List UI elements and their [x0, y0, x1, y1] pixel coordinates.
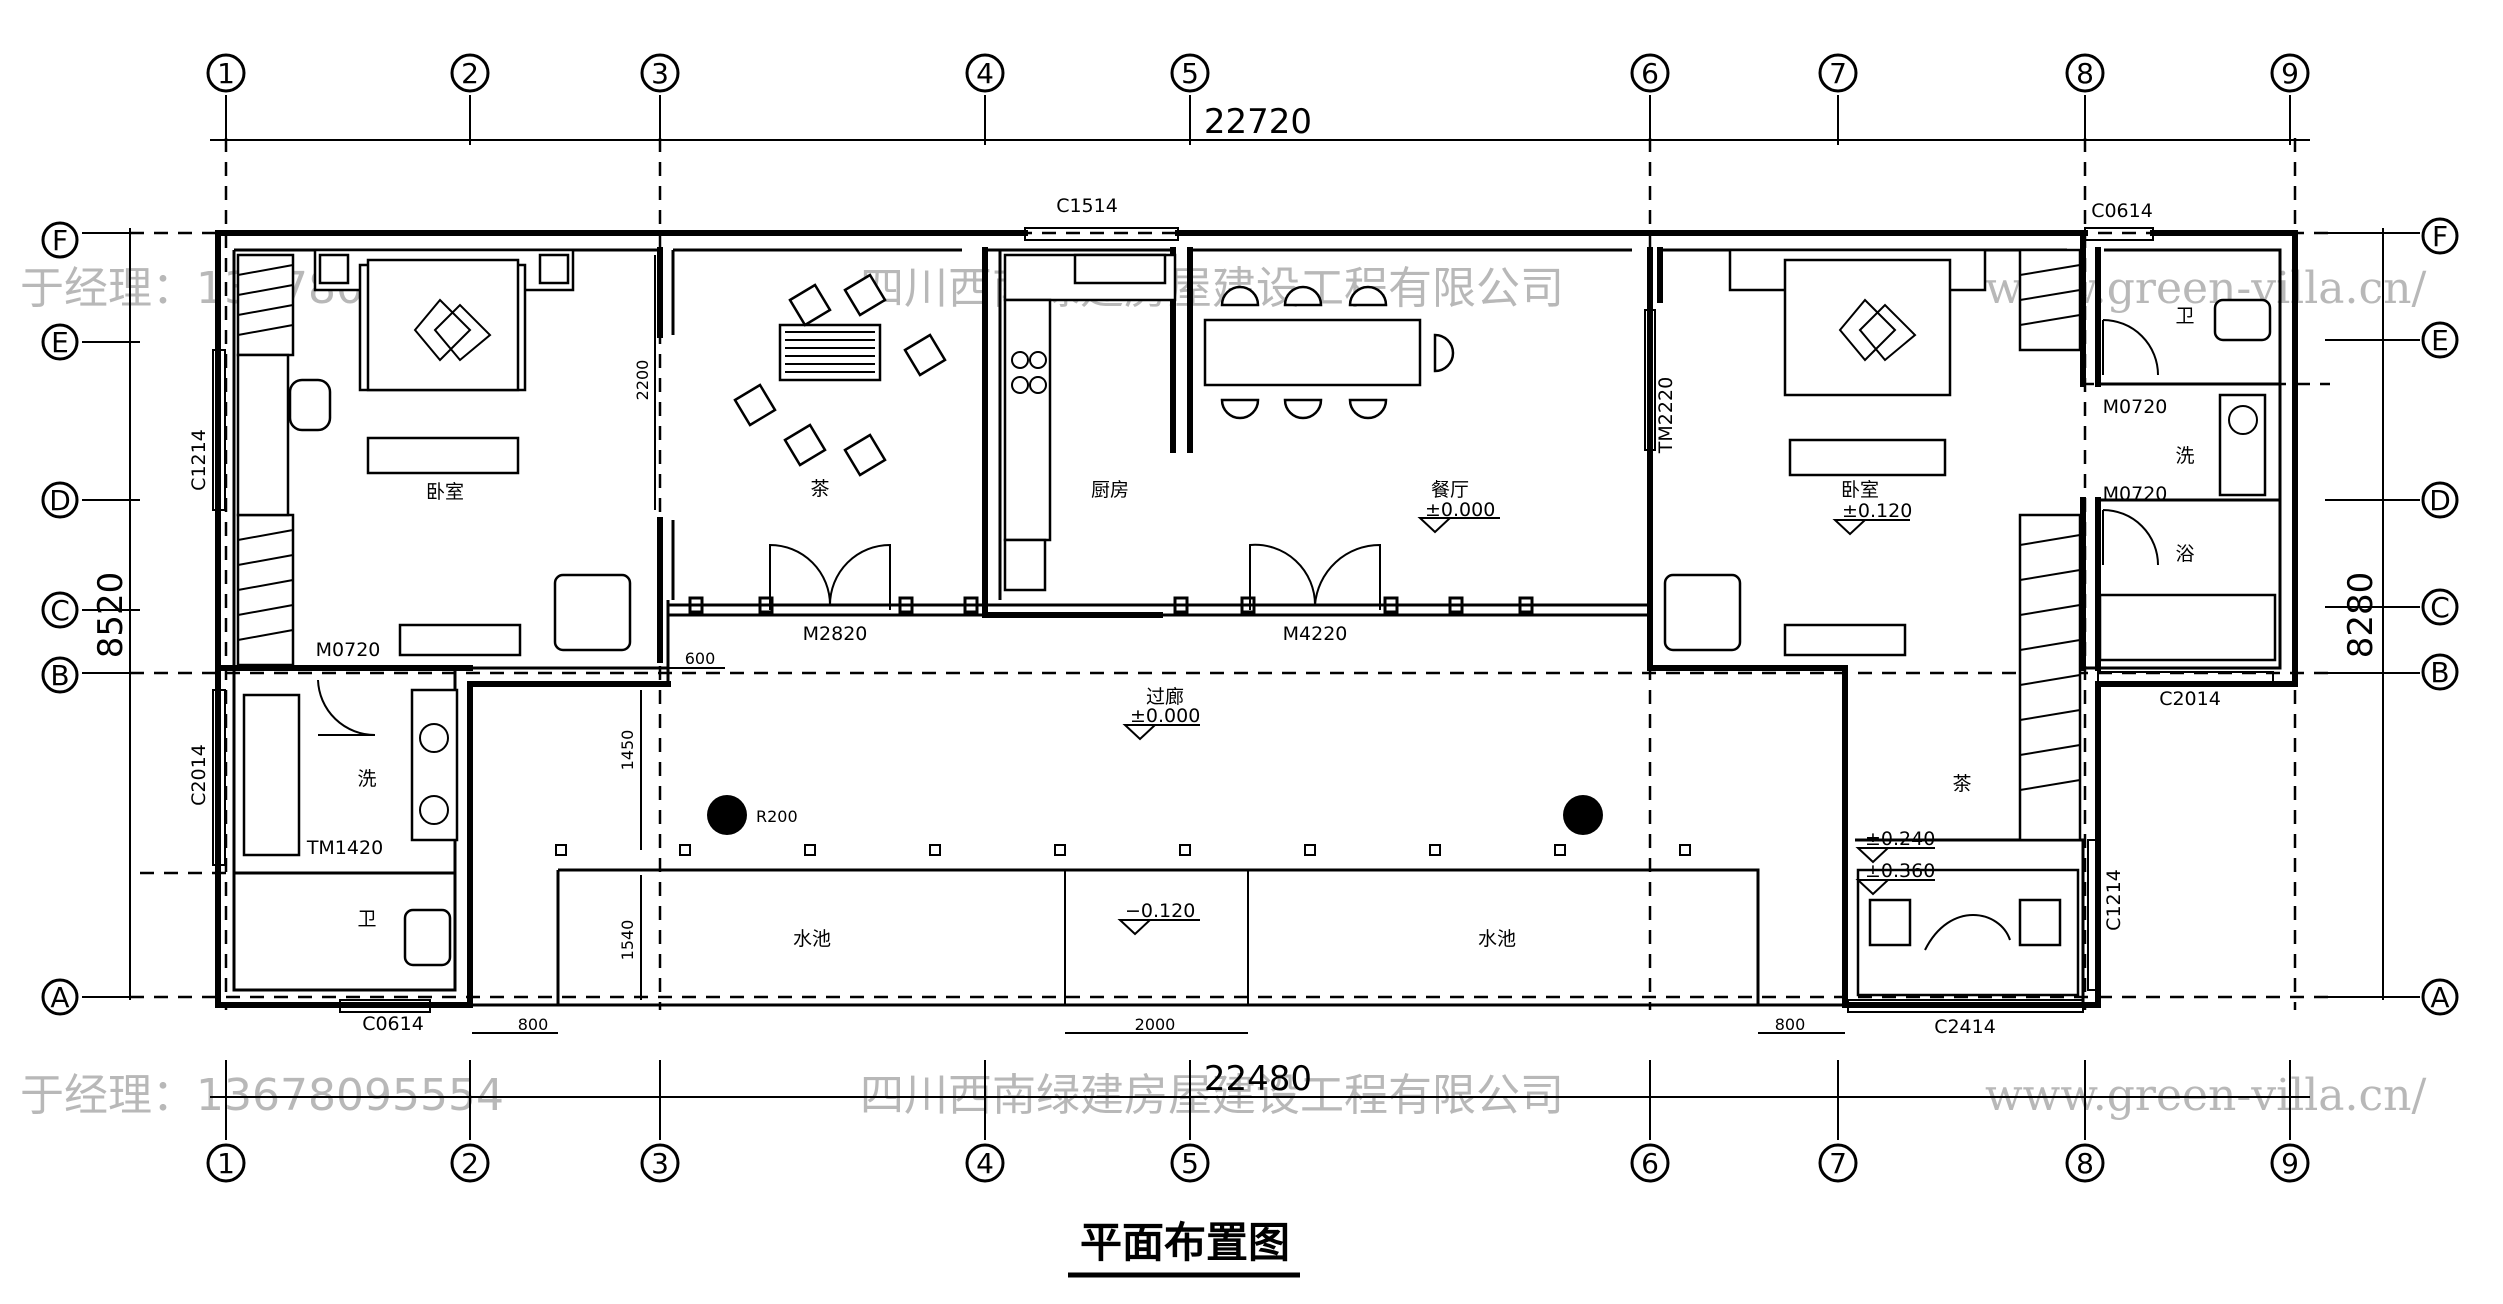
- label-c2014-right: C2014: [2159, 688, 2221, 710]
- axis-label-top-9: 9: [2281, 57, 2299, 90]
- room-pool-right: 水池: [1478, 928, 1516, 950]
- dim-800-right: 800: [1775, 1015, 1806, 1034]
- room-wash-right: 洗: [2175, 445, 2194, 467]
- room-dining: 餐厅: [1431, 479, 1469, 501]
- room-pool-left: 水池: [793, 928, 831, 950]
- watermark-contact-bottom: 于经理：13678095554: [20, 1070, 504, 1121]
- label-c2014-left: C2014: [188, 744, 210, 806]
- label-m2820: M2820: [803, 623, 868, 645]
- axis-label-top-5: 5: [1181, 57, 1199, 90]
- room-tea-left: 茶: [810, 478, 829, 500]
- bottom-axis-markers: 1 2 3 4 5 6 7 8 9 22480: [206, 1059, 2310, 1183]
- level-bedroom-right: ±0.120: [1842, 500, 1912, 522]
- watermark-url-bottom: www.green-villa.cn/: [1985, 1070, 2427, 1121]
- watermark-company-top: 四川西南绿建房屋建设工程有限公司: [860, 263, 1564, 314]
- level-marks: ±0.000 ±0.120 ±0.000 −0.120 ±0.240 ±0.36…: [1117, 499, 1935, 936]
- label-c0614-bottom: C0614: [362, 1013, 424, 1035]
- axis-label-bottom-6: 6: [1641, 1147, 1659, 1180]
- axis-label-top-2: 2: [461, 57, 479, 90]
- interior-dimensions: 2200 600 1450 1540 800 2000 800 R200: [472, 255, 1845, 1034]
- doors: [317, 319, 2159, 736]
- axis-label-left-C: C: [50, 594, 70, 627]
- dim-r200: R200: [756, 807, 798, 826]
- level-dining: ±0.000: [1425, 499, 1495, 521]
- room-kitchen: 厨房: [1091, 479, 1129, 501]
- dimension-overall-top: 22720: [1204, 102, 1312, 142]
- level-corridor: ±0.000: [1130, 705, 1200, 727]
- room-toilet-right: 卫: [2175, 305, 2194, 327]
- axis-label-right-E: E: [2431, 324, 2449, 357]
- label-c1214-right: C1214: [2103, 869, 2125, 931]
- dimension-overall-bottom: 22480: [1204, 1059, 1312, 1099]
- axis-label-bottom-8: 8: [2076, 1147, 2094, 1180]
- axis-label-bottom-4: 4: [976, 1147, 994, 1180]
- drawing-title: 平面布置图: [1080, 1218, 1290, 1267]
- axis-label-right-C: C: [2430, 591, 2450, 624]
- room-toilet-left: 卫: [357, 908, 376, 930]
- room-labels: 卧室 茶 厨房 餐厅 卧室 洗 卫 过廊 水池 水池 茶 洗 浴 卫: [357, 305, 2194, 950]
- label-c1514: C1514: [1056, 195, 1118, 217]
- axis-label-bottom-5: 5: [1181, 1147, 1199, 1180]
- level-step1: ±0.240: [1865, 828, 1935, 850]
- axis-label-right-F: F: [2432, 220, 2448, 253]
- axis-label-top-4: 4: [976, 57, 994, 90]
- dim-1540: 1540: [618, 920, 637, 961]
- left-axis-markers: F E D C B A 8520: [41, 221, 140, 1016]
- dimension-right-side: 8280: [2341, 572, 2381, 659]
- axis-label-right-A: A: [2430, 981, 2449, 1014]
- room-tea-right: 茶: [1952, 773, 1971, 795]
- axis-label-right-D: D: [2429, 484, 2451, 517]
- axis-label-left-F: F: [52, 224, 68, 257]
- dim-1450: 1450: [618, 730, 637, 771]
- label-c1214-left: C1214: [188, 429, 210, 491]
- room-bedroom-left: 卧室: [426, 481, 464, 503]
- level-step2: ±0.360: [1865, 860, 1935, 882]
- furniture: [236, 248, 2277, 997]
- dim-800-left: 800: [518, 1015, 549, 1034]
- axis-label-top-8: 8: [2076, 57, 2094, 90]
- label-tm1420: TM1420: [306, 837, 383, 859]
- axis-label-left-B: B: [50, 659, 69, 692]
- label-tm2220: TM2220: [1655, 377, 1677, 454]
- axis-label-right-B: B: [2430, 656, 2449, 689]
- top-axis-markers: 1 2 3 4 5 6 7 8 9 22720: [206, 53, 2310, 145]
- dim-2200: 2200: [633, 360, 652, 401]
- label-m0720-left: M0720: [316, 639, 381, 661]
- room-bath-right: 浴: [2175, 543, 2194, 565]
- room-corridor: 过廊: [1146, 686, 1184, 708]
- window-marks: [212, 227, 2274, 1013]
- axis-label-top-1: 1: [217, 57, 235, 90]
- level-pool: −0.120: [1125, 900, 1195, 922]
- axis-label-left-E: E: [51, 326, 69, 359]
- axis-label-bottom-1: 1: [217, 1147, 235, 1180]
- axis-label-bottom-2: 2: [461, 1147, 479, 1180]
- watermark-company-bottom: 四川西南绿建房屋建设工程有限公司: [860, 1070, 1564, 1121]
- dim-600: 600: [685, 649, 716, 668]
- axis-label-bottom-7: 7: [1829, 1147, 1847, 1180]
- dimension-left-side: 8520: [91, 572, 131, 659]
- axis-label-bottom-9: 9: [2281, 1147, 2299, 1180]
- label-m0720-right1: M0720: [2103, 396, 2168, 418]
- room-wash-left: 洗: [357, 768, 376, 790]
- label-m0720-right2: M0720: [2103, 483, 2168, 505]
- axis-label-top-7: 7: [1829, 57, 1847, 90]
- axis-label-top-6: 6: [1641, 57, 1659, 90]
- label-m4220: M4220: [1283, 623, 1348, 645]
- axis-label-left-A: A: [50, 981, 69, 1014]
- label-c0614-top: C0614: [2091, 200, 2153, 222]
- right-axis-markers: F E D C B A 8280: [2325, 217, 2459, 1016]
- axis-label-bottom-3: 3: [651, 1147, 669, 1180]
- label-c2414: C2414: [1934, 1016, 1996, 1038]
- axis-label-left-D: D: [49, 484, 71, 517]
- axis-label-top-3: 3: [651, 57, 669, 90]
- dim-2000: 2000: [1135, 1015, 1176, 1034]
- room-bedroom-right: 卧室: [1841, 479, 1879, 501]
- opening-labels: C1514 C0614 C1214 C2014 TM1420 M0720 C06…: [188, 195, 2221, 1038]
